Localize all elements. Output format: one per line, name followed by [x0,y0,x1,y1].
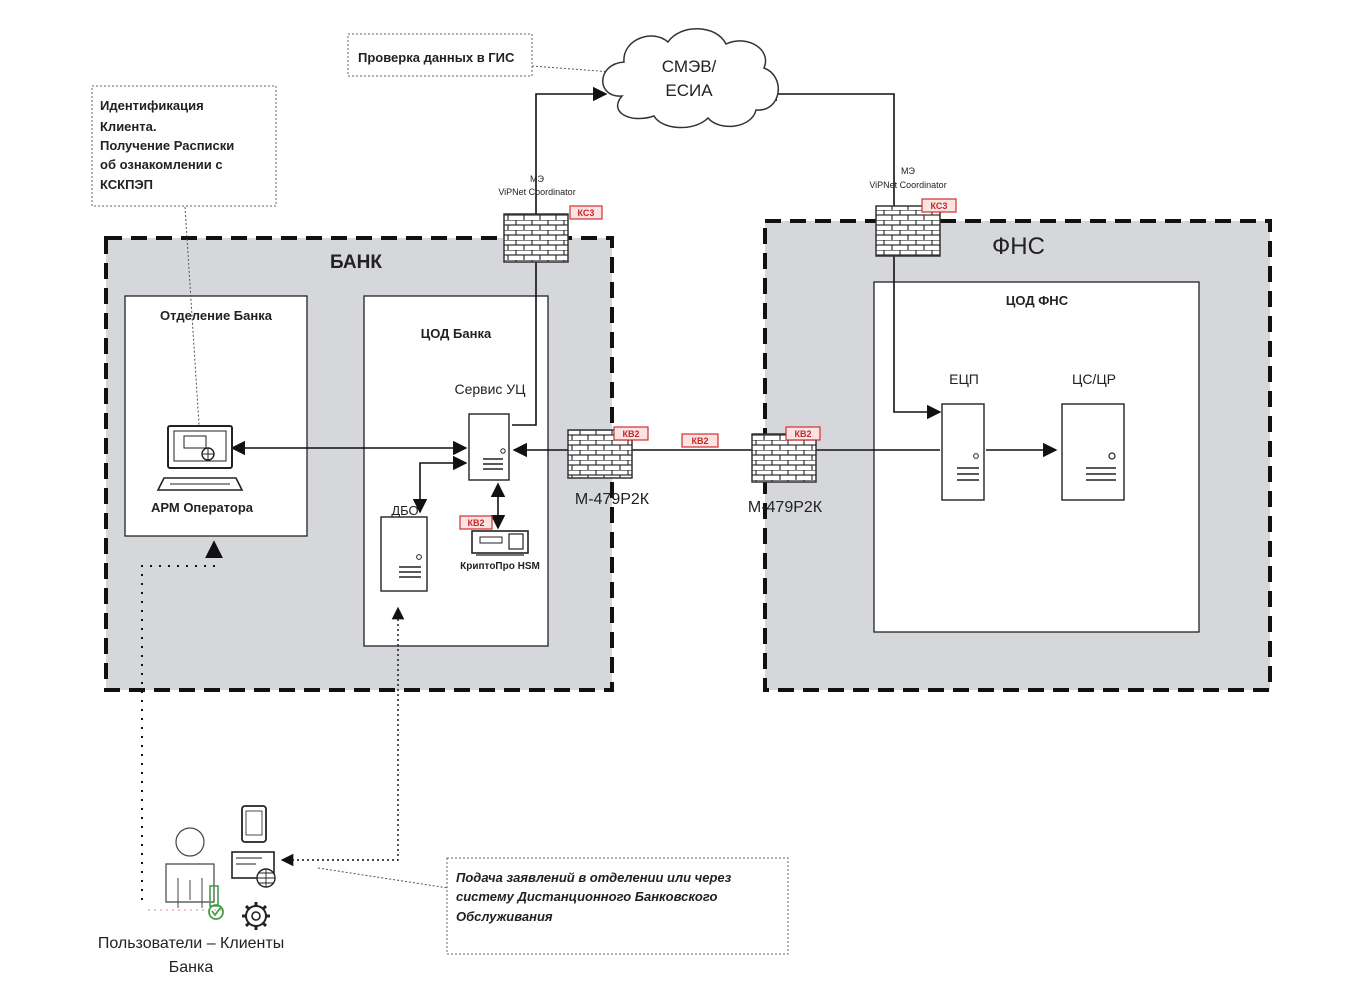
application-note-line2: систему Дистанционного Банковского [456,889,717,904]
application-leader [317,867,449,889]
kb2-bank-badge: КВ2 [623,429,640,439]
fns-cod-box [873,281,1200,633]
identification-note-line4: об ознакомлении с [100,157,223,172]
online-banking-icon [231,851,276,888]
identification-leader [184,206,201,441]
ca-service-server-icon [468,413,510,481]
kb2-channel-badge: КВ2 [692,436,709,446]
client-to-arm-dotted [141,540,223,900]
cs-label: ЦС/ЦР [1072,371,1116,387]
application-note-line3: Обслуживания [456,909,553,924]
bank-branch-box [124,295,308,537]
bank-firewall-label: МЭ [530,174,544,184]
hsm-device-icon: КВ2 [459,515,529,556]
bank-crypto-label: М-479Р2К [575,491,650,508]
user-key-icon [208,885,224,920]
kc3-fns-badge: КС3 [931,201,948,211]
identification-note-line3: Получение Расписки [100,138,234,153]
application-note [446,857,789,955]
bank-cod-box [363,295,549,647]
smev-esia-cloud: СМЭВ/ ЕСИА [602,28,779,129]
bank-title: БАНК [330,252,382,273]
svg-text:Идентификация Клиента.: Идентификация Клиента. Получение Расписк… [100,98,238,192]
cloud-line2: ЕСИА [665,81,713,100]
bank-crypto-gateway: КВ2 М-479Р2К [567,426,650,508]
fns-crypto-gateway: КВ2 М-479Р2К [748,426,823,516]
bank-branch-title: Отделение Банка [160,308,273,323]
bank-cod-title: ЦОД Банка [421,326,492,341]
kb2-hsm-badge: КВ2 [468,518,485,528]
gis-leader [531,65,613,73]
kb2-fns-badge: КВ2 [795,429,812,439]
kc3-bank-badge: КС3 [578,208,595,218]
arm-operator-computer-icon [156,425,244,491]
ecp-server-icon [941,403,985,501]
identification-note-line1: Идентификация [100,98,204,113]
smartphone-icon [241,805,267,843]
hsm-label: КриптоПро HSM [460,561,540,572]
client-to-dbo-dotted [280,606,405,867]
dbo-server-icon [380,516,428,592]
user-person-icon [165,827,215,908]
fns-crypto-label: М-479Р2К [748,499,823,516]
bank-firewall-product: ViPNet Coordinator [498,187,575,197]
ca-service-label: Сервис УЦ [454,381,526,397]
fns-firewall: МЭ ViPNet Coordinator КС3 [869,166,957,257]
arm-operator-label: АРМ Оператора [151,500,254,515]
dbo-label: ДБО [391,503,418,518]
users-label-line2: Банка [169,959,214,976]
ecp-label: ЕЦП [949,371,979,387]
gear-icon [242,902,270,930]
identification-note [91,85,277,207]
dbo-ca-link [412,455,468,514]
identification-note-line5: КСКПЭП [100,177,153,192]
users-label-line1: Пользователи – Клиенты [98,935,284,952]
gis-check-note [347,33,533,77]
application-note-line1: Подача заявлений в отделении или через [456,870,732,885]
identification-note-line2: Клиента. [100,119,156,134]
fns-title: ФНС [992,233,1045,260]
cs-server-icon [1061,403,1125,501]
fns-cod-title: ЦОД ФНС [1006,293,1069,308]
fns-firewall-product: ViPNet Coordinator [869,180,946,190]
cloud-line1: СМЭВ/ [662,57,717,76]
fns-firewall-label: МЭ [901,166,915,176]
gis-check-note-text: Проверка данных в ГИС [358,50,515,65]
svg-text:Подача заявлений в отделении и: Подача заявлений в отделении или через с… [456,870,735,924]
bank-firewall: МЭ ViPNet Coordinator КС3 [498,174,603,263]
